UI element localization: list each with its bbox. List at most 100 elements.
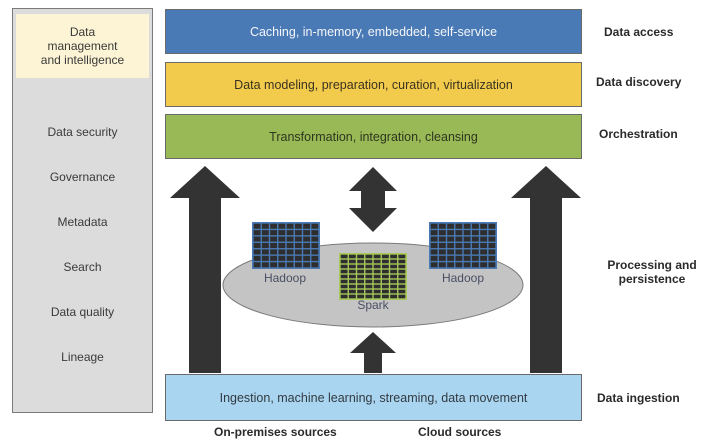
hadoop-right-cell (455, 223, 463, 229)
hadoop-left-cell (253, 236, 261, 242)
hadoop-left-cell (311, 262, 319, 268)
hadoop-right-cell (471, 223, 479, 229)
spark-cell (373, 294, 381, 299)
hadoop-left-cell (253, 255, 261, 261)
spark-cell (357, 284, 365, 289)
spark-cell (340, 269, 348, 274)
spark-cell (390, 274, 398, 279)
hadoop-right-cell (471, 255, 479, 261)
spark-cell (365, 254, 373, 259)
spark-cell (365, 279, 373, 284)
hadoop-left-cell (286, 230, 294, 236)
hadoop-left-cell (294, 236, 302, 242)
sidebar-item-lineage: Lineage (61, 350, 104, 364)
hadoop-left-cell (303, 236, 311, 242)
label-data-discovery: Data discovery (596, 75, 682, 89)
hadoop-left-cell (253, 262, 261, 268)
spark-cell (398, 284, 406, 289)
spark-cell (398, 254, 406, 259)
hadoop-left-cell (270, 230, 278, 236)
spark-cell (373, 289, 381, 294)
hadoop-left-cell (311, 230, 319, 236)
center-up-arrow-icon (350, 332, 396, 373)
spark-cell (357, 279, 365, 284)
spark-cell (373, 254, 381, 259)
orchestration-layer: Transformation, integration, cleansing (165, 114, 582, 159)
spark-cell (390, 264, 398, 269)
spark-cell (381, 274, 389, 279)
hadoop-left-cell (270, 262, 278, 268)
spark-cell (381, 289, 389, 294)
spark-cell (365, 264, 373, 269)
spark-cell (390, 279, 398, 284)
hadoop-left-cell (253, 223, 261, 229)
hadoop-right-cell (430, 236, 438, 242)
hadoop-left-cell (311, 249, 319, 255)
hadoop-right-cell (455, 262, 463, 268)
data-access-layer-text: Caching, in-memory, embedded, self-servi… (249, 24, 498, 39)
spark-cell (365, 269, 373, 274)
sidebar-header: Data management and intelligence (16, 14, 149, 78)
hadoop-left-cell (303, 249, 311, 255)
hadoop-right-cell (430, 242, 438, 249)
spark-cell (373, 274, 381, 279)
spark-cell (390, 289, 398, 294)
spark-cell (348, 254, 356, 259)
hadoop-right-cell (488, 236, 496, 242)
hadoop-right-cell (438, 230, 446, 236)
spark-cell (348, 289, 356, 294)
hadoop-left-cell (278, 230, 286, 236)
hadoop-left-cell (311, 236, 319, 242)
hadoop-left-cell (261, 236, 269, 242)
hadoop-right-cell (463, 255, 471, 261)
hadoop-right-cell (471, 242, 479, 249)
hadoop-left-cell (261, 249, 269, 255)
hadoop-left-cell (294, 230, 302, 236)
spark-cell (390, 269, 398, 274)
spark-cell (348, 279, 356, 284)
hadoop-left-cell (261, 255, 269, 261)
hadoop-left-cell (270, 242, 278, 249)
spark-cell (398, 294, 406, 299)
hadoop-right-cell (471, 236, 479, 242)
label-processing-persistence: Processing and persistence (607, 258, 697, 286)
hadoop-left-cell (303, 255, 311, 261)
hadoop-right-cell (488, 262, 496, 268)
spark-cell (373, 279, 381, 284)
hadoop-right-cell (488, 230, 496, 236)
spark-cell (365, 294, 373, 299)
bidirectional-arrow-icon (349, 167, 397, 232)
hadoop-right-cell (471, 249, 479, 255)
hadoop-right-cell (447, 230, 455, 236)
hadoop-right-cell (471, 230, 479, 236)
hadoop-left-cell (286, 223, 294, 229)
spark-cell (381, 264, 389, 269)
right-up-arrow-icon (511, 166, 581, 373)
spark-cell (398, 274, 406, 279)
data-ingestion-layer: Ingestion, machine learning, streaming, … (165, 374, 582, 421)
spark-cell (357, 264, 365, 269)
hadoop-cluster-right (429, 222, 497, 269)
spark-cell (340, 289, 348, 294)
spark-cell (373, 269, 381, 274)
hadoop-right-cell (430, 230, 438, 236)
spark-cell (365, 274, 373, 279)
hadoop-left-cell (253, 230, 261, 236)
hadoop-left-cell (270, 249, 278, 255)
hadoop-left-cell (294, 249, 302, 255)
spark-cell (398, 259, 406, 264)
hadoop-right-cell (447, 255, 455, 261)
hadoop-right-cell (463, 230, 471, 236)
hadoop-right-cell (438, 255, 446, 261)
hadoop-right-cell (480, 262, 488, 268)
left-up-arrow-icon (170, 166, 240, 373)
hadoop-right-cell (455, 255, 463, 261)
hadoop-left-cell (303, 223, 311, 229)
hadoop-left-cell (294, 262, 302, 268)
hadoop-left-label: Hadoop (264, 271, 306, 285)
hadoop-left-cell (286, 242, 294, 249)
hadoop-right-cell (480, 223, 488, 229)
hadoop-left-cell (294, 223, 302, 229)
spark-cell (398, 279, 406, 284)
